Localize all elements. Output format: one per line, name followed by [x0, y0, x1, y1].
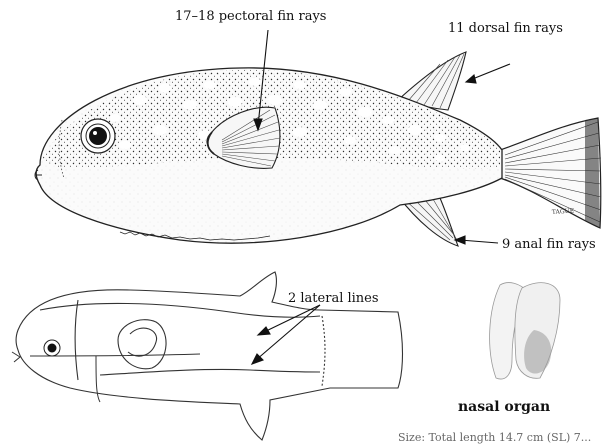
- nasal-organ-label: nasal organ: [458, 400, 550, 414]
- small-eye: [44, 340, 60, 356]
- lateral-lines-label: 2 lateral lines: [288, 292, 379, 305]
- anal-fin-label: 9 anal fin rays: [502, 238, 596, 251]
- pufferfish-main: [35, 52, 601, 246]
- credit-text: Size: Total length 14.7 cm (SL) 7...: [398, 432, 591, 443]
- dorsal-fin-label: 11 dorsal fin rays: [448, 22, 563, 35]
- pectoral-fin-label: 17–18 pectoral fin rays: [175, 10, 326, 23]
- artist-signature-glyph: TAGUE: [552, 207, 575, 216]
- nasal-organ-illustration: [490, 283, 560, 379]
- eye: [81, 119, 115, 153]
